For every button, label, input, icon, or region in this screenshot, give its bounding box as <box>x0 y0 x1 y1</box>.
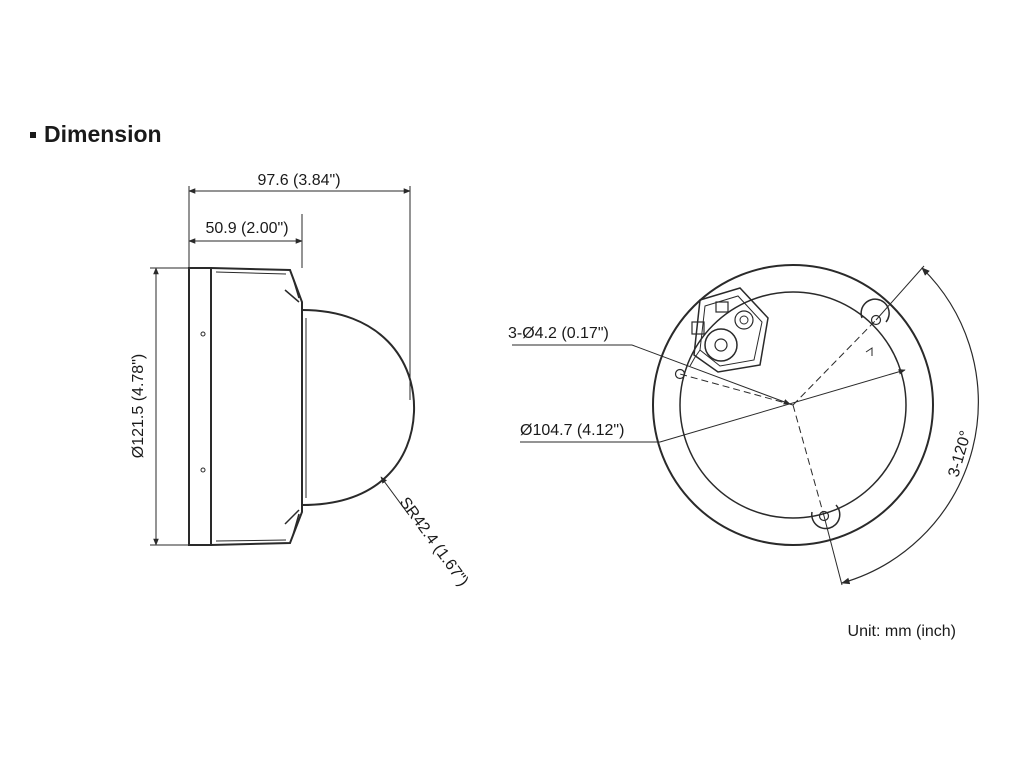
cable-bracket <box>693 287 769 373</box>
angle-extension-top <box>875 265 925 321</box>
mount-holes-label: 3-Ø4.2 (0.17") <box>508 325 609 342</box>
cable-bracket-inner <box>699 295 763 367</box>
cable-latch <box>715 301 729 313</box>
bottom-view: 3-Ø4.2 (0.17") Ø104.7 (4.12") 3-120° <box>508 264 979 586</box>
angle-extension-bottom <box>823 515 843 586</box>
hole-circle-leader <box>659 369 906 443</box>
center-line-top <box>792 319 877 406</box>
section-heading: Dimension <box>30 121 162 148</box>
cable-gland-inner <box>739 315 749 325</box>
center-line-bottom <box>792 404 825 517</box>
body-housing-edges <box>215 271 287 542</box>
cable-port-inner <box>714 338 728 352</box>
bullet-icon <box>30 131 36 138</box>
dome <box>301 309 416 506</box>
screw-hole-top <box>200 331 206 337</box>
mount-hole-bottom <box>818 510 830 522</box>
center-line-left <box>679 373 794 406</box>
body-rim <box>188 267 212 546</box>
mount-hole-left <box>674 368 686 380</box>
unit-note: Unit: mm (inch) <box>848 623 956 640</box>
screw-tabs <box>284 277 300 536</box>
section-title: Dimension <box>44 121 162 147</box>
cable-clip <box>691 321 705 335</box>
base-depth-label: 50.9 (2.00") <box>205 220 288 237</box>
cable-gland-outer <box>734 310 754 330</box>
hole-circle-label: Ø104.7 (4.12") <box>520 422 624 439</box>
mount-holes-leader <box>631 344 791 405</box>
angle-arc <box>841 267 979 585</box>
diameter-label: Ø121.5 (4.78") <box>130 354 147 458</box>
body-housing <box>210 267 303 546</box>
mount-hole-pad-bottom <box>811 504 841 530</box>
direction-mark-icon <box>865 347 873 356</box>
outer-circle <box>652 264 934 546</box>
dome-radius-leader <box>380 476 410 516</box>
screw-hole-bottom <box>200 467 206 473</box>
dome-radius-label: SR42.4 (1.67") <box>396 494 472 589</box>
side-view: 97.6 (3.84") 50.9 (2.00") Ø121.5 (4.78")… <box>130 172 471 590</box>
cable-port-outer <box>704 328 738 362</box>
overall-depth-label: 97.6 (3.84") <box>257 172 340 189</box>
